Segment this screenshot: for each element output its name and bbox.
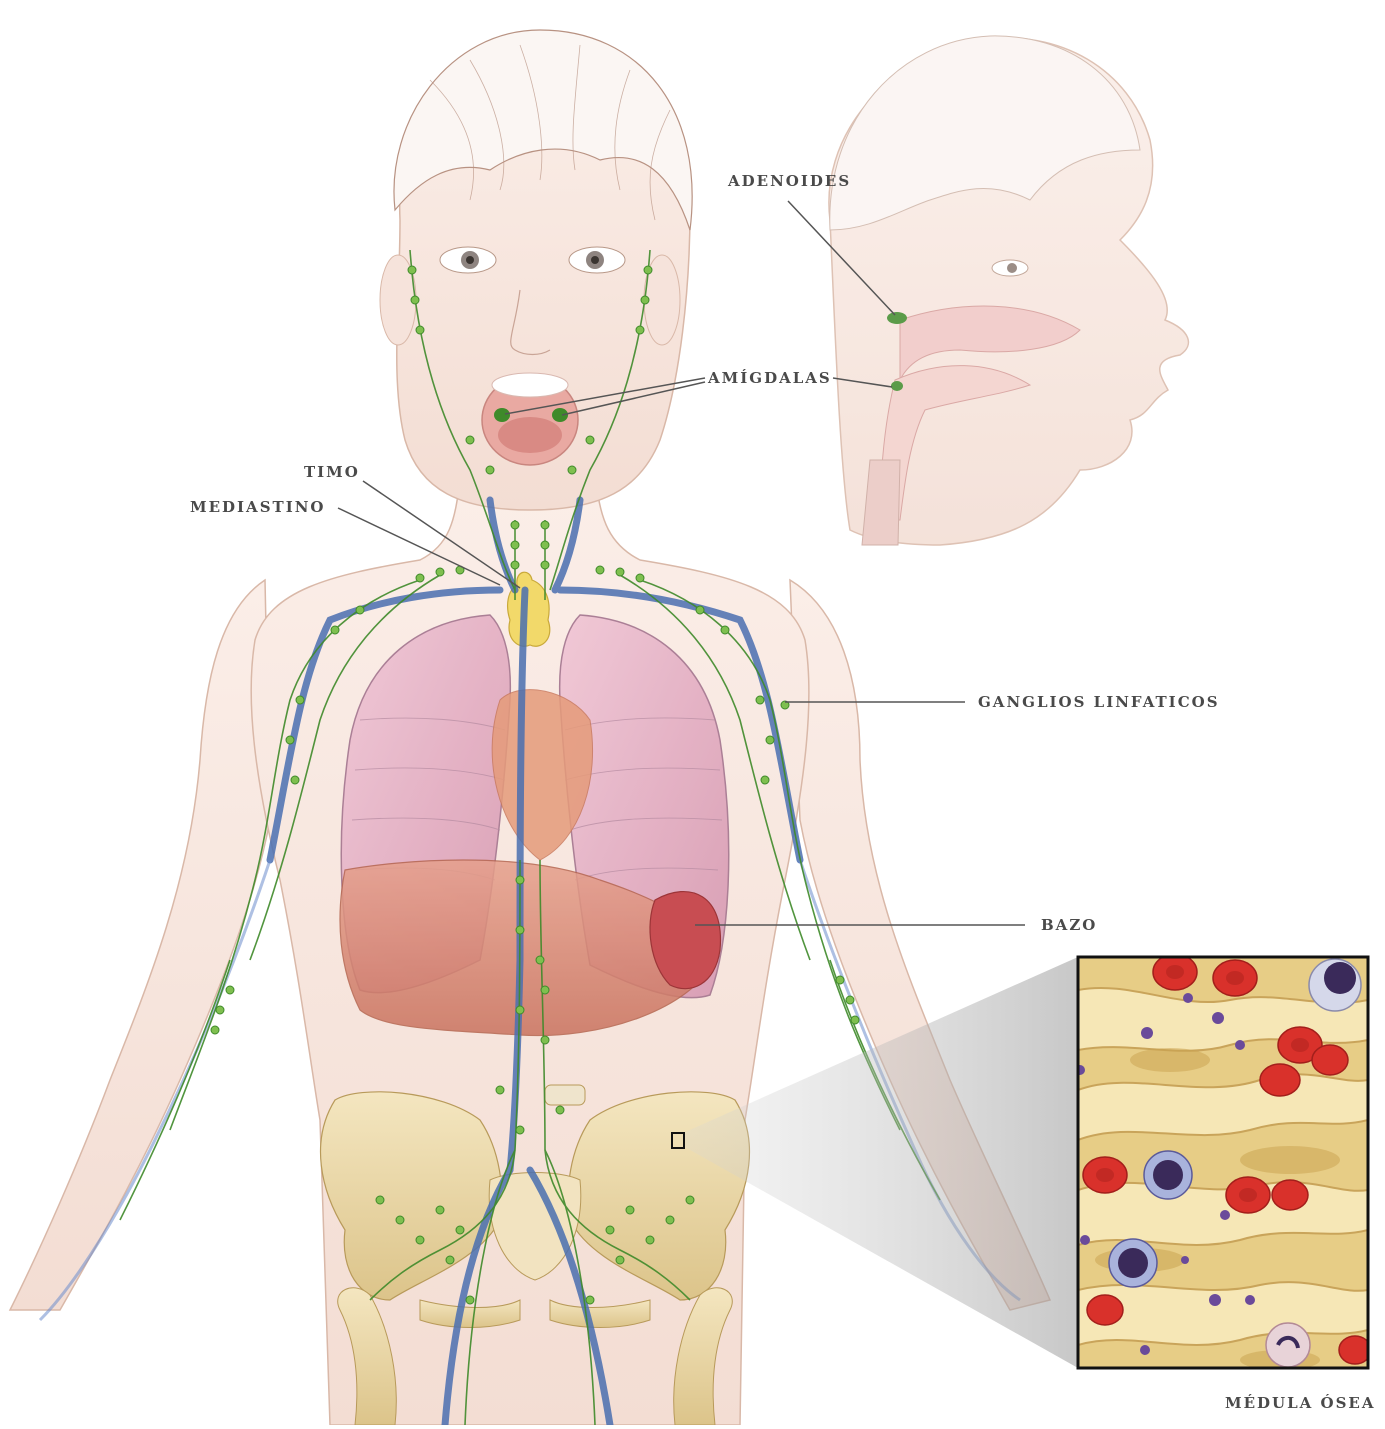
- label-adenoids: ADENOIDES: [728, 172, 851, 190]
- label-spleen: BAZO: [1041, 916, 1097, 934]
- profile-head: [829, 36, 1189, 545]
- label-mediastinum: MEDIASTINO: [190, 498, 326, 516]
- label-tonsils: AMÍGDALAS: [708, 369, 832, 387]
- bone-marrow-inset: [1075, 954, 1371, 1370]
- adenoid-mark: [887, 312, 907, 324]
- tonsil-left-mark: [494, 408, 510, 422]
- tonsil-right-mark: [552, 408, 568, 422]
- tonsil-mark-profile: [891, 381, 903, 391]
- label-thymus: TIMO: [304, 463, 360, 481]
- label-lymph-nodes: GANGLIOS LINFATICOS: [978, 693, 1220, 711]
- label-bone-marrow: MÉDULA ÓSEA: [1225, 1394, 1376, 1412]
